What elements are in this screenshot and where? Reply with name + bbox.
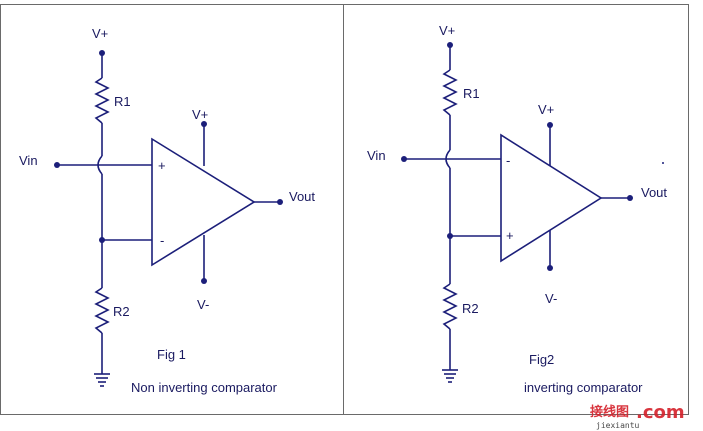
- fig1-minus-input-label: -: [160, 233, 164, 248]
- fig1-vplus-label: V+: [92, 26, 108, 41]
- fig2-r2-label: R2: [462, 301, 479, 316]
- fig2-opamp-triangle: [500, 133, 603, 263]
- watermark-pinyin: jiexiantu: [596, 421, 640, 430]
- panel-frame-fig2: [343, 4, 689, 415]
- fig1-opamp-triangle: [151, 137, 256, 267]
- fig1-opamp-vminus-terminal: [201, 278, 207, 284]
- fig1-vout-terminal: [277, 199, 283, 205]
- fig2-circuit: [401, 42, 664, 383]
- fig2-vout-terminal: [627, 195, 633, 201]
- fig2-vout-label: Vout: [641, 185, 667, 200]
- fig2-stray-dot: [662, 162, 664, 164]
- fig2-figure-label: Fig2: [529, 352, 554, 367]
- fig1-r2-label: R2: [113, 304, 130, 319]
- fig1-r2-resistor: [94, 287, 110, 334]
- fig2-vplus-label: V+: [439, 23, 455, 38]
- watermark-cn: 接线图: [590, 404, 629, 420]
- fig1-vin-label: Vin: [19, 153, 38, 168]
- fig2-minus-input-label: -: [506, 153, 510, 168]
- watermark-dotcom: .com: [636, 402, 685, 423]
- fig1-r1-label: R1: [114, 94, 131, 109]
- fig2-vin-label: Vin: [367, 148, 386, 163]
- fig1-caption: Non inverting comparator: [131, 380, 278, 395]
- fig2-r1-label: R1: [463, 86, 480, 101]
- fig2-opamp-vplus-label: V+: [538, 102, 554, 117]
- fig1-circuit: [54, 50, 283, 387]
- fig2-r1-resistor: [442, 69, 458, 116]
- fig1-vout-label: Vout: [289, 189, 315, 204]
- site-watermark: 接线图 .com jiexiantu: [590, 402, 685, 430]
- fig1-plus-input-label: +: [158, 158, 166, 173]
- fig1-figure-label: Fig 1: [157, 347, 186, 362]
- fig2-vminus-label: V-: [545, 291, 557, 306]
- fig2-caption: inverting comparator: [524, 380, 643, 395]
- fig2-opamp-vminus-terminal: [547, 265, 553, 271]
- fig2-r2-resistor: [442, 283, 458, 330]
- fig1-ground-symbol: [94, 373, 110, 387]
- fig1-vminus-label: V-: [197, 297, 209, 312]
- fig2-ground-symbol: [442, 369, 458, 383]
- fig1-opamp-vplus-label: V+: [192, 107, 208, 122]
- fig1-r1-resistor: [94, 77, 110, 124]
- fig2-plus-input-label: +: [506, 228, 514, 243]
